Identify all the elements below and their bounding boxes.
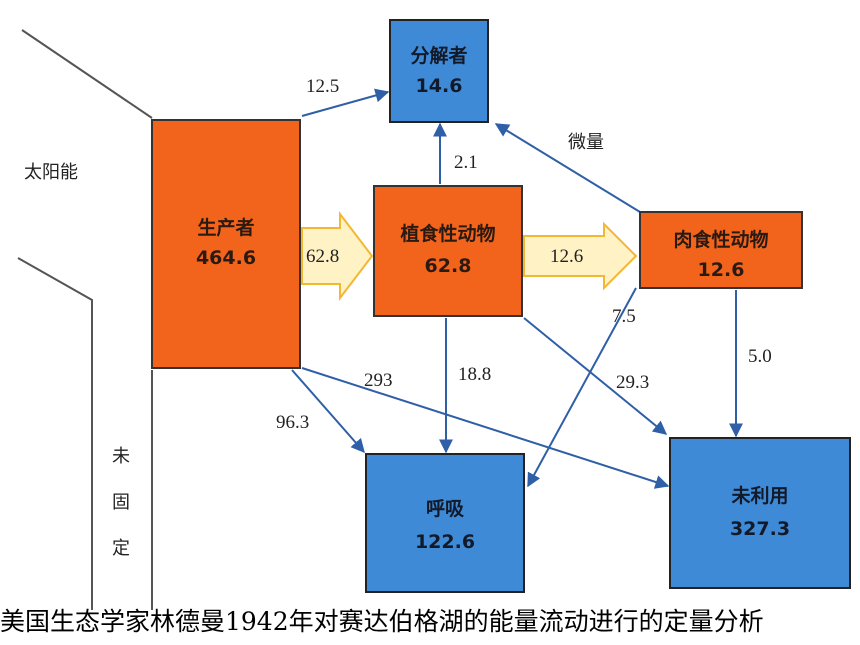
arrow-herbivore-unused — [523, 317, 668, 435]
arrow-producer-decomposer — [301, 88, 390, 117]
node-carnivore: 肉食性动物 12.6 — [639, 211, 803, 289]
producer-name: 生产者 — [197, 216, 254, 239]
caption: 美国生态学家林德曼1942年对赛达伯格湖的能量流动进行的定量分析 — [0, 607, 764, 636]
flow-label-producer-respiration: 96.3 — [276, 412, 309, 433]
flow-label-herbivore-unused: 29.3 — [616, 372, 649, 393]
hollow-arrow-herbivore-carnivore — [523, 221, 638, 291]
respiration-name: 呼吸 — [426, 498, 465, 520]
flow-label-producer-herbivore: 62.8 — [306, 246, 339, 267]
solar-boundary-line — [21, 29, 153, 119]
flow-label-herbivore-respiration: 18.8 — [458, 364, 491, 385]
flow-label-producer-unused: 293 — [364, 370, 393, 391]
node-decomposer: 分解者 14.6 — [389, 19, 489, 123]
flow-label-carnivore-unused: 5.0 — [748, 346, 772, 367]
arrow-carnivore-respiration — [527, 287, 637, 488]
herbivore-name: 植食性动物 — [400, 222, 495, 245]
herbivore-value: 62.8 — [425, 255, 472, 277]
producer-value: 464.6 — [196, 247, 256, 269]
node-producer: 生产者 464.6 — [151, 119, 301, 369]
unfixed-label-char-2: 固 — [112, 492, 130, 513]
decomposer-value: 14.6 — [416, 75, 463, 97]
unfixed-label-char-3: 定 — [112, 538, 130, 559]
unused-value: 327.3 — [730, 518, 790, 540]
unfixed-boundary-line-outer — [17, 257, 93, 610]
respiration-value: 122.6 — [415, 531, 475, 553]
decomposer-name: 分解者 — [410, 44, 467, 67]
hollow-arrow-producer-herbivore — [301, 211, 374, 301]
node-herbivore: 植食性动物 62.8 — [373, 185, 523, 317]
flow-label-herbivore-carnivore: 12.6 — [550, 246, 583, 267]
arrow-producer-unused — [301, 367, 670, 489]
arrow-producer-respiration — [291, 369, 365, 454]
arrow-carnivore-decomposer — [494, 123, 641, 213]
flow-label-carnivore-decomposer: 微量 — [568, 132, 604, 153]
solar-energy-label: 太阳能 — [24, 162, 78, 183]
flow-label-carnivore-respiration: 7.5 — [612, 306, 636, 327]
node-respiration: 呼吸 122.6 — [365, 453, 525, 593]
unfixed-label-char-1: 未 — [112, 446, 130, 467]
carnivore-value: 12.6 — [698, 259, 745, 281]
unused-name: 未利用 — [730, 484, 788, 507]
node-unused: 未利用 327.3 — [669, 437, 851, 589]
flow-label-herbivore-decomposer: 2.1 — [454, 152, 478, 173]
carnivore-name: 肉食性动物 — [673, 228, 768, 251]
flow-label-producer-decomposer: 12.5 — [306, 76, 339, 97]
